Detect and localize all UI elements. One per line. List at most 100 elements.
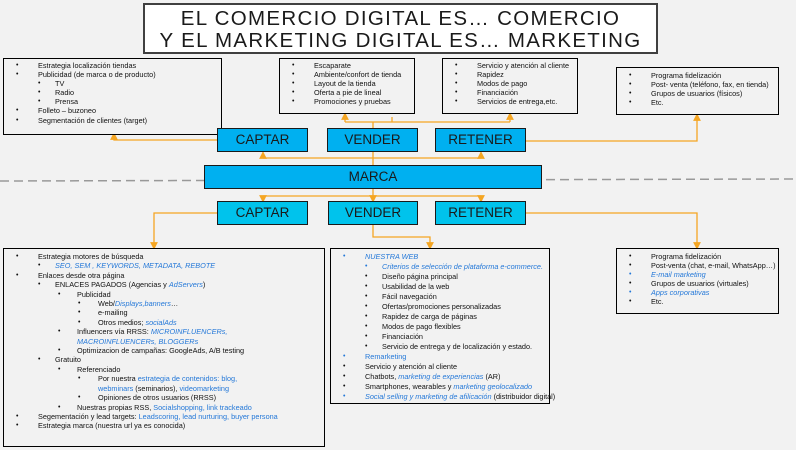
list-item: •Post- venta (teléfono, fax, en tienda) (621, 80, 776, 89)
list-item: • Social selling y marketing de afilicaci… (335, 392, 555, 402)
list-item-text: Grupos de usuarios (físicos) (651, 89, 743, 99)
list-item: •Oferta a pie de lineal (284, 88, 412, 97)
list-item-text: Layout de la tienda (314, 79, 376, 89)
bullet-icon: • (365, 293, 368, 300)
list-item: •E-mail marketing (621, 270, 776, 279)
bullet-icon: • (16, 422, 19, 430)
bullet-icon: • (365, 303, 368, 310)
bullet-icon: • (343, 393, 346, 400)
captar-top-box: CAPTAR (217, 128, 308, 152)
list-item: •Servicio de entrega y de localización y… (335, 342, 547, 352)
bullet-icon: • (629, 90, 632, 98)
list-item: •Influencers vía RRSS: MICROINFLUENCERs, (8, 327, 322, 336)
list-item-text: Folleto – buzoneo (38, 106, 97, 116)
list-item: •Servicios de entrega,etc. (447, 97, 575, 106)
highlighted-text: Displays,banners (114, 299, 171, 309)
list-item: •Apps corporativas (621, 288, 776, 297)
list-item: •Fácil navegación (335, 292, 547, 302)
list-item: •Rapidez de carga de páginas (335, 312, 547, 322)
list-item: •Por nuestra estrategia de contenidos: b… (8, 374, 322, 383)
bullet-icon: • (38, 89, 41, 97)
list-item: •Folleto – buzoneo (8, 106, 219, 115)
connector-bottom-retener (526, 212, 701, 250)
list-item: • Rapidez (447, 70, 575, 79)
bullet-icon: • (38, 356, 41, 364)
list-item: •Post-venta (chat, e-mail, WhatsApp…) (621, 261, 776, 270)
highlighted-text: Social selling y marketing de afilicació… (365, 392, 492, 401)
list-item-text: Publicidad (de marca o de producto) (38, 70, 156, 80)
highlighted-text: marketing de experiencias (398, 372, 484, 381)
bullet-icon: • (365, 283, 368, 290)
list-item-text: ENLACES PAGADOS (Agencias y (55, 280, 169, 290)
list-item-text: Estrategia localización tiendas (38, 61, 137, 70)
highlighted-text: Criterios de selección de plataforma e-c… (382, 262, 544, 271)
highlighted-text: Remarketing (365, 352, 407, 361)
list-item-text: ) (202, 280, 206, 290)
list-item-text: Gratuito (55, 355, 81, 365)
bullet-icon: • (343, 353, 346, 360)
list-item: •Segementación y lead targets: Leadscori… (8, 412, 322, 421)
box-top-vender-store: •Escaparate•Ambiente/confort de tienda•L… (279, 58, 415, 114)
list-item-text: e-mailing (98, 308, 128, 318)
title-line-2: Y EL MARKETING DIGITAL ES… MARKETING (159, 29, 642, 52)
list-item-text: (seminarios), (133, 383, 180, 393)
highlighted-text: Leadscoring, lead nurturing, buyer perso… (138, 411, 278, 421)
box-top-vender-service: •Servicio y atención al cliente•Rapidez•… (442, 58, 578, 114)
list-item-text: Segmentación de clientes (target) (38, 115, 148, 125)
bullet-icon: • (78, 309, 81, 317)
list-item-text: Financiación (477, 88, 518, 98)
box-top-captar: •Estrategia localización tiendas•Publici… (3, 58, 222, 135)
list-item: • Nuestras propias RSS, Socialshopping, l… (8, 403, 322, 412)
list-item: •Promociones y pruebas (284, 97, 412, 106)
bullet-icon: • (455, 62, 458, 69)
list-item-text: Etc. (651, 297, 664, 307)
list-item-text: Ofertas/promociones personalizadas (382, 302, 501, 311)
bullet-icon: • (455, 71, 458, 79)
list-item: •Grupos de usuarios (virtuales) (621, 279, 776, 288)
list-item: •Estrategia localización tiendas (8, 61, 219, 70)
bullet-icon: • (292, 62, 295, 69)
list-item-text: Estrategia motores de búsqueda (38, 252, 144, 261)
list-item: •Chatbots, marketing de experiencias (AR… (335, 372, 547, 382)
connector-bottom-vender (372, 225, 434, 250)
retener-top-box: RETENER (435, 128, 526, 152)
bullet-icon: • (629, 81, 632, 89)
list-item-text: Servicio y atención al cliente (365, 362, 458, 371)
list-item-text: Servicio de entrega y de localización y … (382, 342, 533, 351)
list-item-text: Otros medios; (98, 317, 146, 327)
list-item: •SEO, SEM , KEYWORDS, METADATA, REBOTE (8, 261, 322, 270)
list-item: •Segmentación de clientes (target) (8, 116, 219, 125)
list-item-text: Modos de pago (477, 79, 528, 89)
bullet-icon: • (365, 333, 368, 340)
list-item-text: Ambiente/confort de tienda (314, 70, 402, 80)
box-bottom-captar: •Estrategia motores de búsqueda•SEO, SEM… (3, 248, 325, 447)
list-item: • e-mailing (8, 308, 322, 317)
highlighted-text: Socialshopping, link trackeado (153, 402, 252, 412)
title-line-1: EL COMERCIO DIGITAL ES… COMERCIO (180, 7, 621, 30)
bullet-icon: • (58, 365, 61, 373)
list-item: •Modos de pago (447, 79, 575, 88)
list-item: •Etc. (621, 98, 776, 107)
list-item: •Smartphones, wearables y marketing geol… (335, 382, 547, 392)
bullet-icon: • (365, 273, 368, 280)
bullet-icon: • (38, 281, 41, 289)
bullet-icon: • (58, 403, 61, 411)
captar-bottom-box: CAPTAR (217, 201, 308, 225)
vender-bottom-box: VENDER (328, 201, 418, 225)
highlighted-text: NUESTRA WEB (365, 252, 419, 261)
list-item-text: Diseño página principal (382, 272, 458, 281)
bullet-icon: • (38, 98, 41, 106)
highlighted-text: SEO, SEM , KEYWORDS, METADATA, REBOTE (55, 261, 216, 271)
list-item-text: Rapidez (477, 70, 504, 80)
list-item: •Layout de la tienda (284, 79, 412, 88)
list-item-text: Rapidez de carga de páginas (382, 312, 477, 321)
bullet-icon: • (365, 323, 368, 330)
list-item-text: Smartphones, wearables y (365, 382, 454, 391)
list-item-text: Nuestras propias RSS, (77, 402, 154, 412)
list-item: •Publicidad (de marca o de producto) (8, 70, 219, 79)
bullet-icon: • (365, 263, 368, 270)
retener-bottom-box: RETENER (435, 201, 526, 225)
list-item: •Referenciado (8, 365, 322, 374)
list-item-text: Oferta a pie de lineal (314, 88, 382, 98)
list-item: •Ambiente/confort de tienda (284, 70, 412, 79)
